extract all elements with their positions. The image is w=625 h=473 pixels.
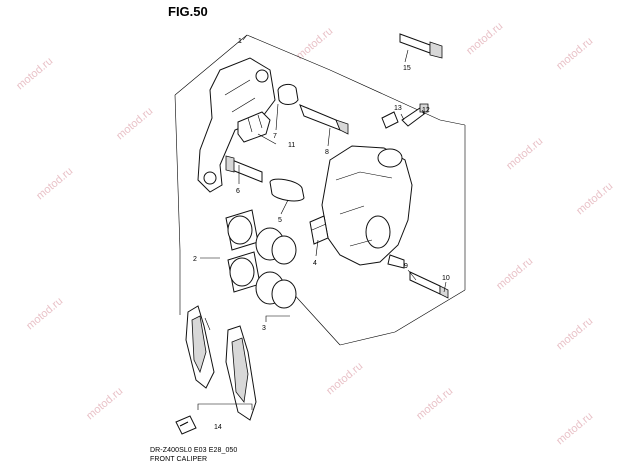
- callout-12: 12: [422, 107, 430, 114]
- callout-15: 15: [403, 65, 411, 72]
- callout-14: 14: [214, 424, 222, 431]
- watermark: motod.ru: [464, 20, 505, 57]
- watermark: motod.ru: [34, 165, 75, 202]
- caliper-body: [321, 145, 413, 269]
- caliper-pin: [409, 271, 449, 299]
- boot: [277, 83, 299, 105]
- callout-1: 1: [238, 38, 242, 45]
- caliper-bracket: [197, 57, 276, 193]
- leader-lines: [197, 34, 447, 410]
- watermark: motod.ru: [84, 385, 125, 422]
- figure-title: FIG.50: [168, 4, 208, 19]
- watermark: motod.ru: [294, 25, 335, 62]
- watermark: motod.ru: [24, 295, 65, 332]
- watermark: motod.ru: [574, 180, 615, 217]
- callout-4: 4: [313, 260, 317, 267]
- bleeder-cap: [381, 111, 399, 129]
- watermark: motod.ru: [494, 255, 535, 292]
- callout-7: 7: [273, 133, 277, 140]
- watermark: motod.ru: [324, 360, 365, 397]
- watermark: motod.ru: [114, 105, 155, 142]
- callout-10: 10: [442, 275, 450, 282]
- callout-13: 13: [394, 105, 402, 112]
- piston-set: [225, 209, 297, 309]
- callout-9: 9: [404, 263, 408, 270]
- figure-caption: FRONT CALIPER: [150, 456, 208, 463]
- watermark: motod.ru: [414, 385, 455, 422]
- pad-retainer: [309, 215, 329, 245]
- callout-5: 5: [278, 217, 282, 224]
- watermark: motod.ru: [504, 135, 545, 172]
- slide-pin-lower: [225, 155, 263, 183]
- callout-2: 2: [193, 256, 197, 263]
- watermark: motod.ru: [14, 55, 55, 92]
- group-frame: [174, 34, 466, 346]
- front-arrow-icon: [175, 415, 197, 435]
- watermark: motod.ru: [554, 315, 595, 352]
- pad-spring: [237, 111, 271, 143]
- figure-code: DR-Z400SL0 E03 E28_050: [150, 447, 238, 454]
- callout-11: 11: [288, 142, 295, 149]
- watermark: motod.ru: [554, 410, 595, 447]
- watermark: motod.ru: [554, 35, 595, 72]
- brake-pads: [185, 305, 257, 421]
- callout-8: 8: [325, 149, 329, 156]
- callout-6: 6: [236, 188, 240, 195]
- bracket-bolt: [399, 33, 443, 59]
- slide-pin-upper: [299, 104, 349, 135]
- callouts: 1 2 3 4 5 6 7 8 9 10 11 12 13 14 15: [193, 38, 450, 431]
- callout-3: 3: [262, 325, 266, 332]
- boot-lower: [269, 178, 305, 202]
